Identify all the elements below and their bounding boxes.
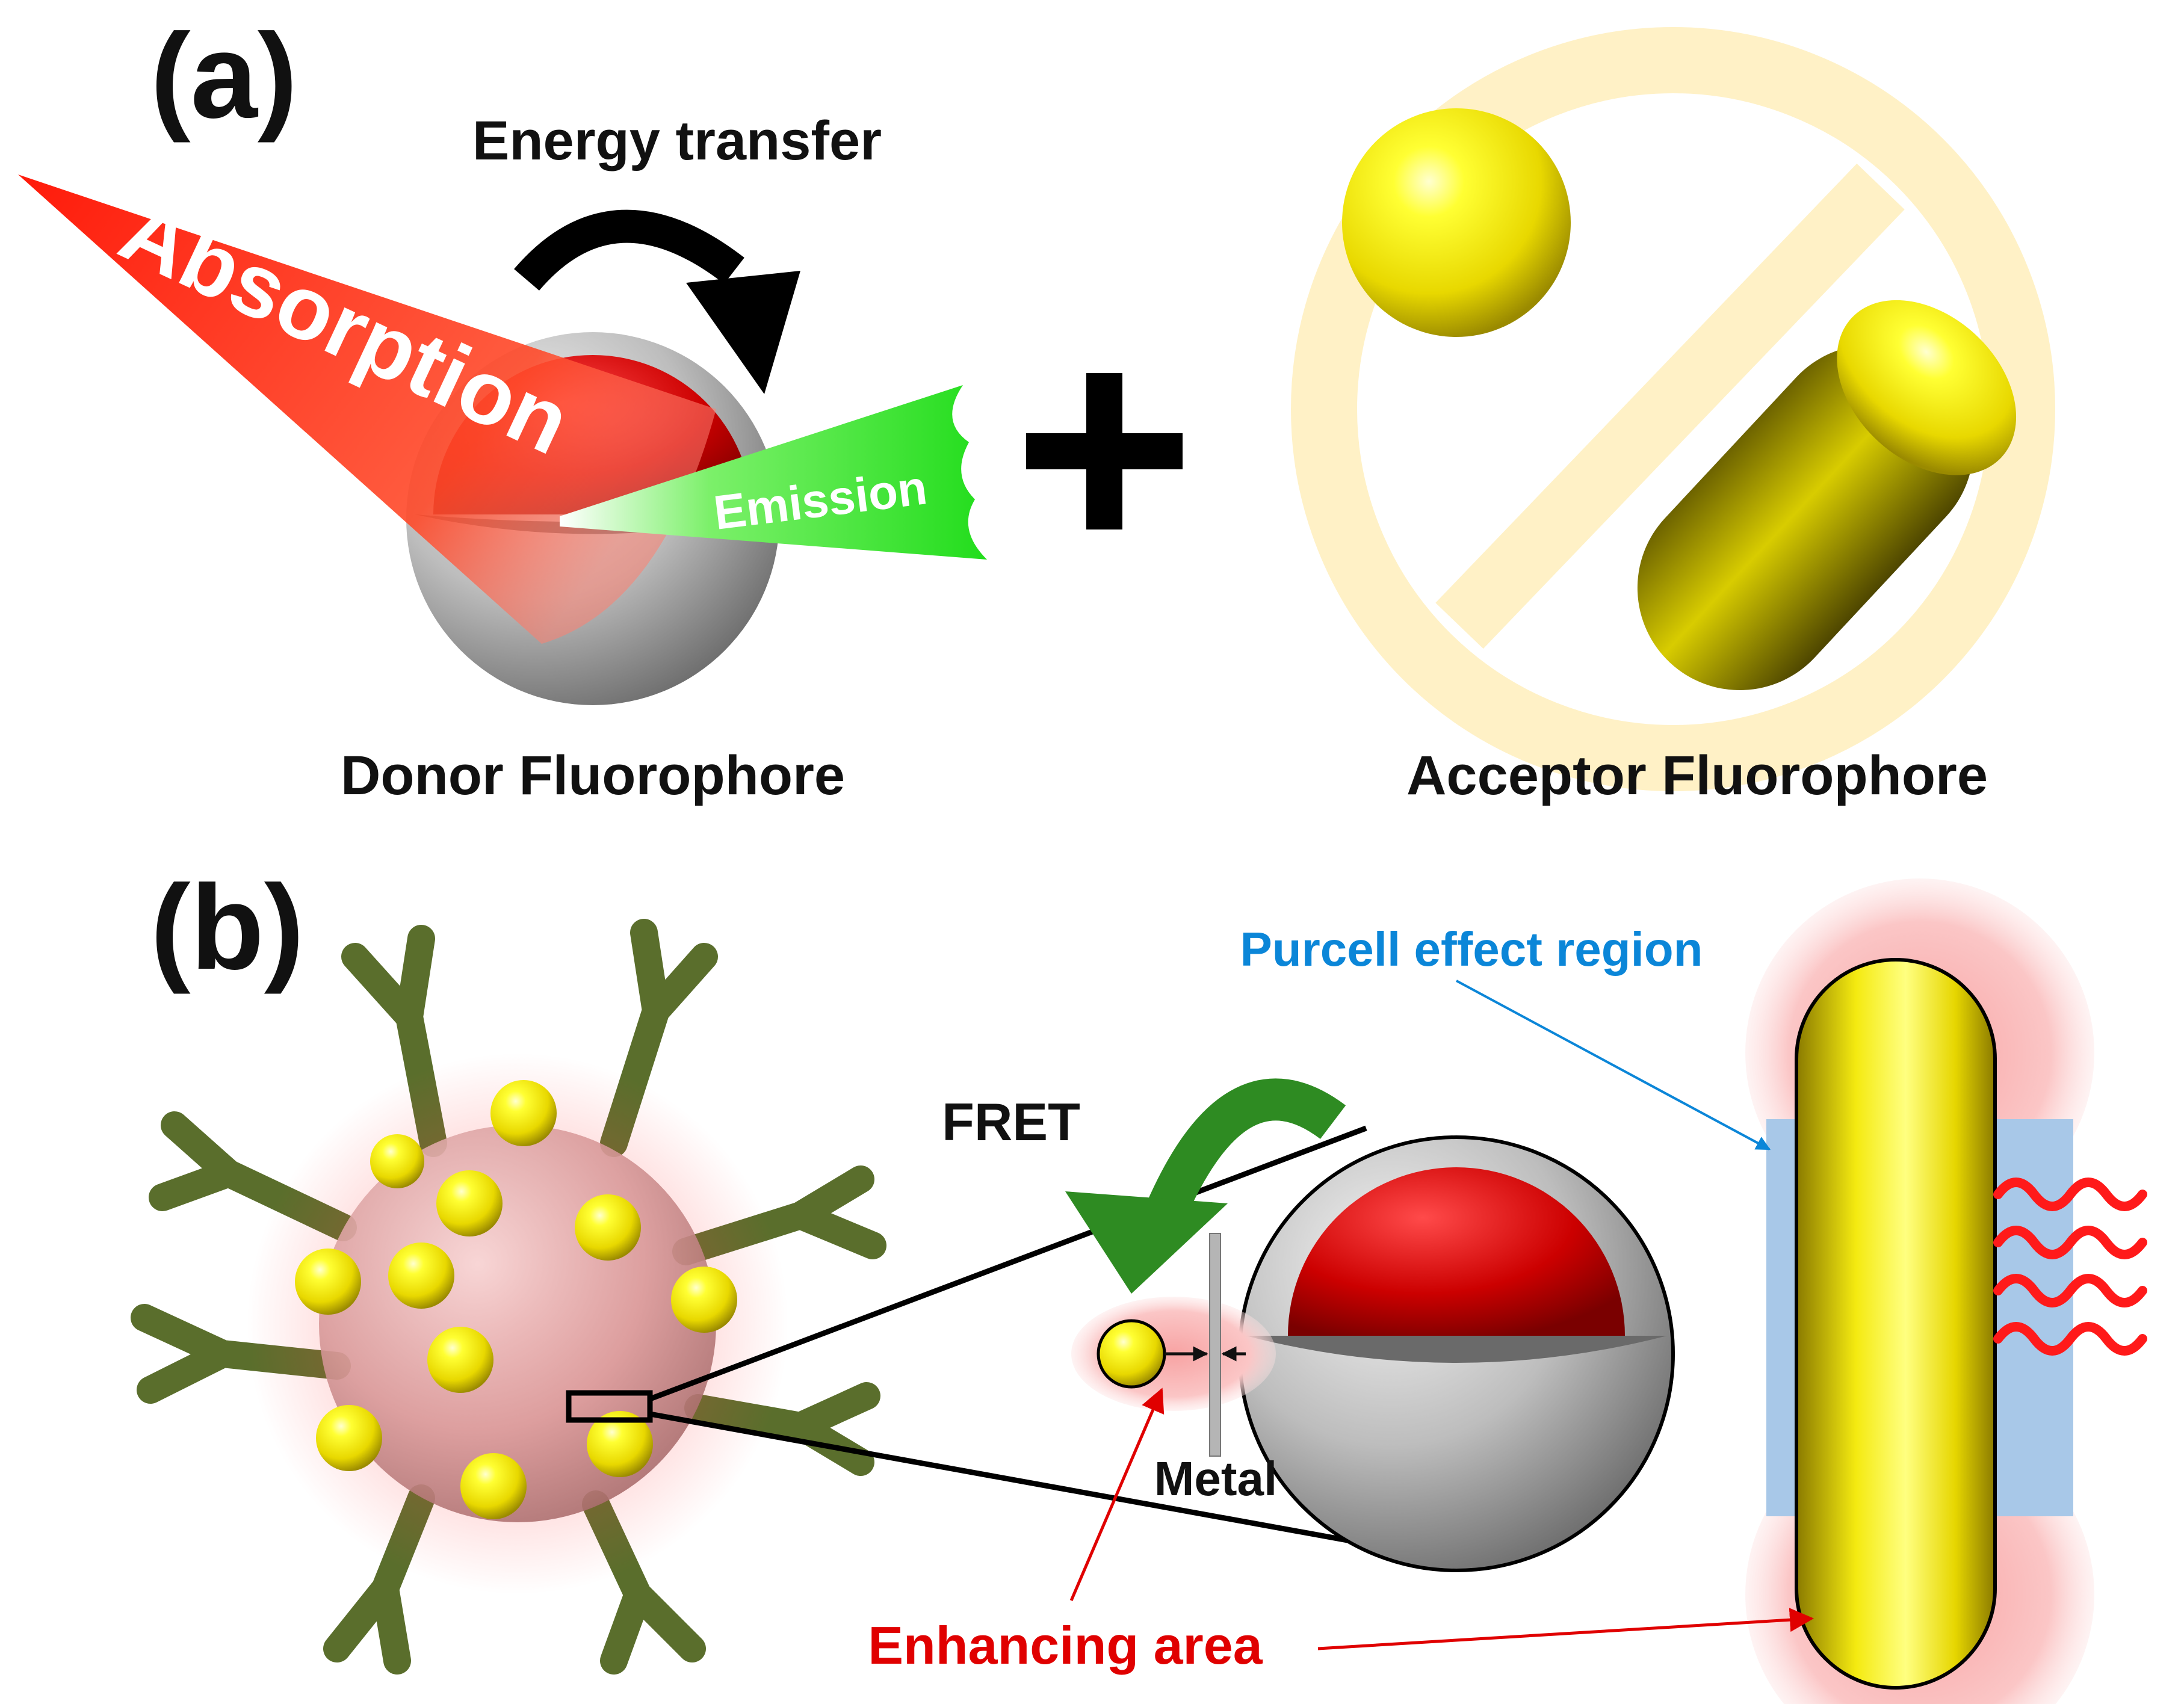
enhancing-pointer-right: [1317, 1608, 1814, 1650]
energy-transfer-arrow: [514, 209, 744, 291]
gold-dot: [427, 1327, 493, 1393]
prohibition-ring: [1291, 27, 2055, 791]
gold-nanorod-large: [1795, 958, 1997, 1690]
acceptor-label: Acceptor Fluorophore: [1406, 745, 1988, 806]
energy-transfer-label: Energy transfer: [472, 110, 882, 171]
small-gold-sphere: [1097, 1319, 1166, 1389]
gold-dot: [436, 1170, 503, 1236]
purcell-pointer: [1456, 980, 1771, 1150]
gold-dot: [490, 1080, 557, 1146]
nanoparticle-shell: [319, 1125, 716, 1522]
gold-dot: [671, 1267, 737, 1333]
gold-dot: [460, 1453, 527, 1519]
absorption-beam: [18, 174, 716, 644]
zoom-box: [566, 1390, 653, 1423]
nanorod-assembly: [1745, 878, 2147, 1704]
gold-dot: [388, 1242, 454, 1309]
fret-arrowhead: [1065, 1191, 1228, 1294]
panel-a-label: (a): [150, 9, 297, 143]
fret-arrow: [1142, 1078, 1346, 1230]
zoom-cut-plane: [1246, 1336, 1667, 1363]
composite-nanoparticle: [247, 1053, 788, 1594]
panel-b-label: (b): [150, 860, 304, 995]
zoom-core: [1288, 1167, 1625, 1336]
enhancing-pointer-left: [1069, 1388, 1165, 1601]
zoomed-core-shell: [1238, 1135, 1675, 1572]
acceptor-group: [1291, 27, 2055, 791]
enhancing-label: Enhancing area: [868, 1616, 1263, 1675]
panel-b: (b): [131, 860, 2147, 1704]
emission-waves: [1993, 1178, 2147, 1356]
donor-label: Donor Fluorophore: [341, 745, 845, 806]
gold-nanorod: [1637, 300, 2017, 691]
gold-dot: [295, 1249, 361, 1315]
energy-transfer-arrowhead: [686, 271, 800, 394]
gold-dot: [370, 1134, 424, 1188]
metal-label: Metal: [1154, 1452, 1278, 1505]
prohibition-bar: [1435, 163, 1905, 649]
antibody-arms: [131, 919, 886, 1675]
panel-a: (a) Absorption Emission Energy transfer: [18, 9, 2055, 806]
purcell-label: Purcell effect region: [1240, 922, 1703, 976]
fret-label: FRET: [942, 1092, 1080, 1152]
gold-dot: [575, 1194, 641, 1261]
gold-nanosphere: [1342, 108, 1571, 337]
embedded-gold-dots: [295, 1080, 737, 1519]
gold-dot: [587, 1411, 653, 1477]
metal-film: [1209, 1233, 1221, 1457]
emission-beam: [560, 385, 987, 560]
gold-dot: [316, 1405, 382, 1471]
plus-sign: [1026, 373, 1183, 529]
